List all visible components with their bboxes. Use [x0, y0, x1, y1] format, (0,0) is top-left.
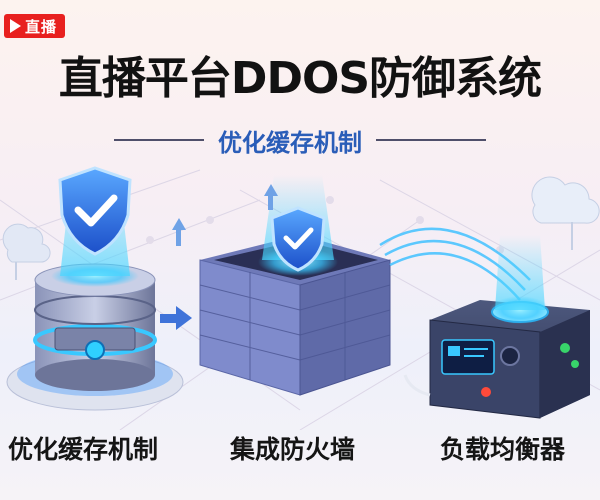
cloud-icon: [2, 223, 51, 263]
server-shield-icon: [6, 166, 184, 411]
live-badge-label: 直播: [25, 17, 58, 36]
divider-left: [114, 139, 204, 141]
live-badge: 直播: [4, 14, 66, 38]
label-load-balancer: 负载均衡器: [440, 435, 566, 464]
firewall-shield-icon: [199, 175, 391, 396]
illustration-scene: [0, 166, 600, 430]
subtitle: 优化缓存机制: [218, 128, 362, 157]
divider-right: [376, 139, 486, 141]
play-icon: [10, 19, 21, 33]
load-balancer-icon: [403, 235, 590, 419]
subtitle-row: 优化缓存机制: [0, 120, 600, 160]
arrow-right-icon: [160, 306, 192, 330]
feature-labels: 优化缓存机制 集成防火墙 负载均衡器: [0, 430, 600, 480]
label-cache-optimization: 优化缓存机制: [8, 435, 159, 464]
page-title: 直播平台DDOS防御系统: [58, 53, 542, 104]
arrow-up-icon: [264, 184, 278, 210]
cloud-icon: [531, 176, 600, 224]
arrow-up-icon: [172, 218, 186, 246]
label-firewall: 集成防火墙: [230, 435, 356, 464]
